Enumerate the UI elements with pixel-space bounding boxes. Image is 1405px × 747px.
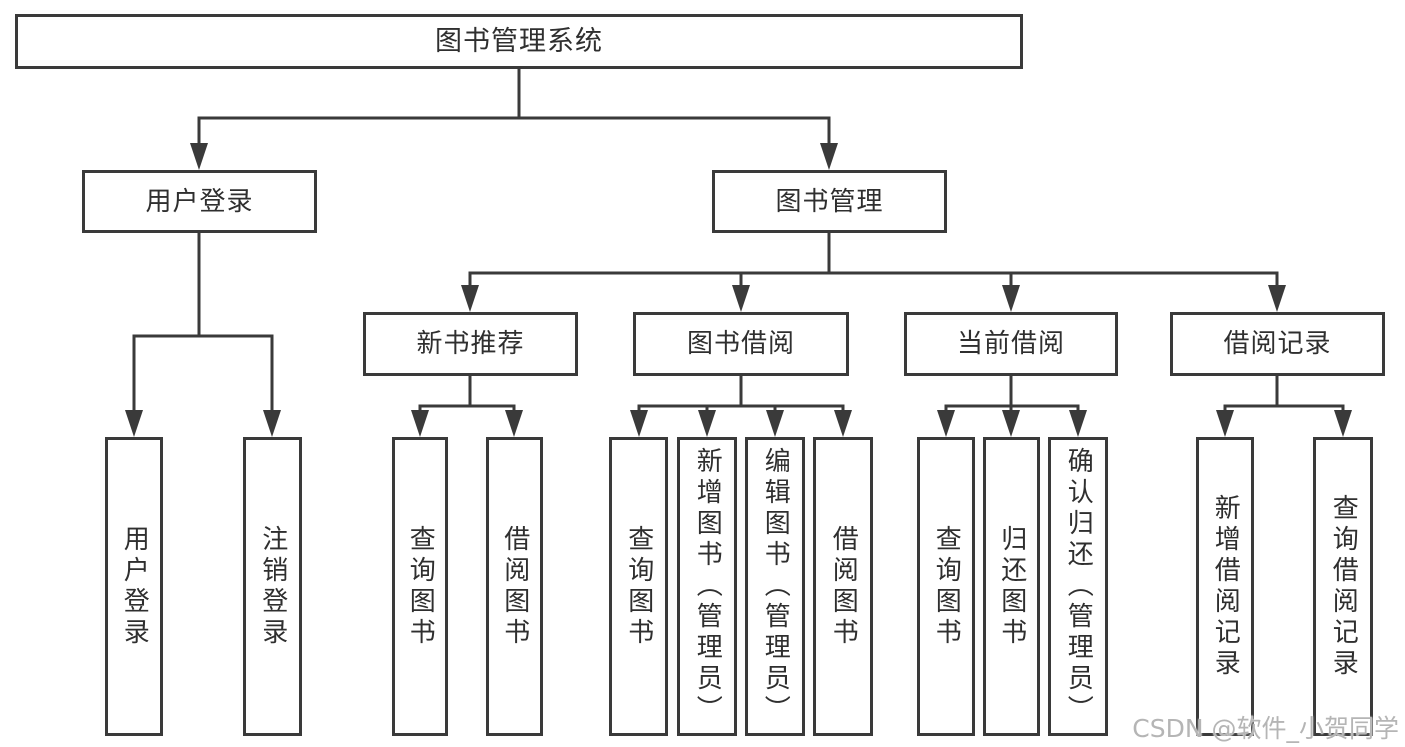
leaf-return-books: 归还图书 [983,437,1040,736]
csdn-watermark: CSDN @软件_小贺同学 [1132,714,1399,743]
leaf-query-books-current: 查询图书 [917,437,975,736]
node-book-management: 图书管理 [712,170,947,233]
node-user-login: 用户登录 [82,170,317,233]
leaf-add-borrow-record: 新增借阅记录 [1196,437,1254,736]
leaf-add-book-admin-label: 新增图书（管理员） [692,447,723,726]
leaf-borrow-books-recommend-label: 借阅图书 [499,524,530,649]
leaf-query-books-borrow: 查询图书 [609,437,668,736]
leaf-borrow-books-label: 借阅图书 [828,524,859,649]
leaf-confirm-return-admin: 确认归还（管理员） [1048,437,1108,736]
node-book-borrowing-label: 图书借阅 [686,329,795,359]
leaf-user-login: 用户登录 [105,437,163,736]
node-borrow-records: 借阅记录 [1170,312,1385,376]
leaf-add-book-admin: 新增图书（管理员） [677,437,737,736]
leaf-edit-book-admin-label: 编辑图书（管理员） [760,447,791,726]
leaf-query-books-current-label: 查询图书 [931,524,962,649]
node-library-system: 图书管理系统 [15,14,1023,69]
leaf-query-books-recommend-label: 查询图书 [405,524,436,649]
node-library-system-label: 图书管理系统 [435,26,603,57]
leaf-logout: 注销登录 [243,437,302,736]
leaf-borrow-books-recommend: 借阅图书 [486,437,543,736]
leaf-confirm-return-admin-label: 确认归还（管理员） [1063,447,1094,726]
node-new-book-recommendation: 新书推荐 [363,312,578,376]
node-current-borrowing: 当前借阅 [904,312,1118,376]
node-book-borrowing: 图书借阅 [633,312,849,376]
leaf-query-borrow-record: 查询借阅记录 [1313,437,1373,736]
node-book-management-label: 图书管理 [775,186,884,217]
leaf-edit-book-admin: 编辑图书（管理员） [745,437,805,736]
leaf-add-borrow-record-label: 新增借阅记录 [1210,493,1241,680]
leaf-query-borrow-record-label: 查询借阅记录 [1328,493,1359,680]
node-current-borrowing-label: 当前借阅 [956,329,1065,359]
leaf-return-books-label: 归还图书 [996,524,1027,649]
node-borrow-records-label: 借阅记录 [1223,329,1332,359]
leaf-query-books-recommend: 查询图书 [392,437,448,736]
leaf-logout-label: 注销登录 [257,524,288,649]
leaf-user-login-label: 用户登录 [119,524,150,649]
leaf-query-books-borrow-label: 查询图书 [623,524,654,649]
node-user-login-label: 用户登录 [145,186,254,217]
leaf-borrow-books: 借阅图书 [813,437,873,736]
node-new-book-recommendation-label: 新书推荐 [416,329,525,359]
